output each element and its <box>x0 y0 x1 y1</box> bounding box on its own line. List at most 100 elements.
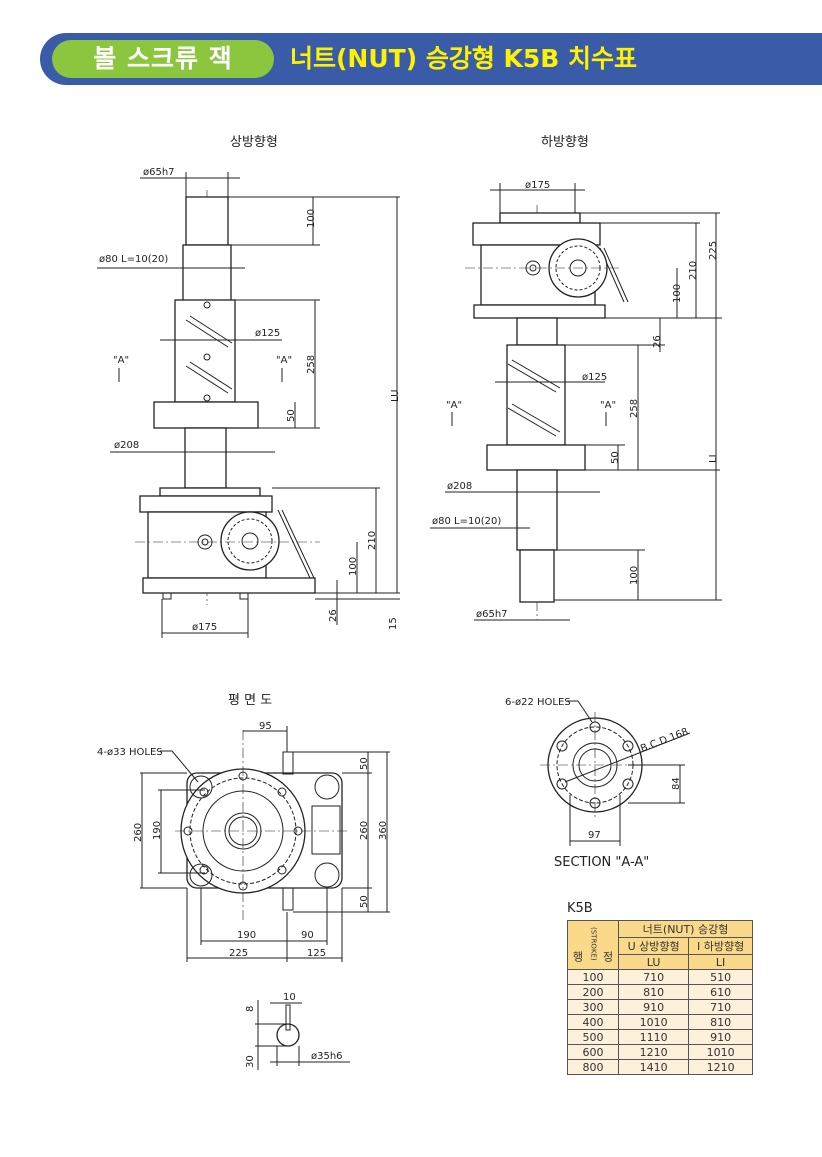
dim-upright-h-top: 100 <box>306 209 317 228</box>
dim-key-width: 10 <box>283 992 296 1003</box>
col-header-lu: LU <box>617 954 690 970</box>
dim-upright-h-shaft: 100 <box>348 557 359 576</box>
label-plan-holes: 4-ø33 HOLES <box>97 747 163 758</box>
table-caption: K5B <box>567 901 593 916</box>
dim-inverted-h-shaft: 100 <box>672 284 683 303</box>
upright-drawing: 상방향형 ø65h7 100 ø80 L <box>97 135 401 638</box>
stroke-label-top: 행 <box>572 950 583 964</box>
cell-li: 710 <box>688 999 753 1015</box>
dim-upright-h-nut: 258 <box>306 355 317 374</box>
dim-upright-d-top: ø65h7 <box>143 167 175 178</box>
dim-key-shaft: ø35h6 <box>311 1051 343 1062</box>
dim-inverted-h-base: 26 <box>652 335 663 348</box>
cell-lu: 1210 <box>617 1044 690 1060</box>
dim-plan-190-left: 190 <box>152 821 163 840</box>
dim-section-bcd: B.C.D 168 <box>639 727 690 755</box>
dim-inverted-h-end: 100 <box>629 566 640 585</box>
dim-inverted-d-flange: ø208 <box>447 481 472 492</box>
dim-inverted-h-total: 225 <box>708 241 719 260</box>
section-title: SECTION "A-A" <box>554 855 649 870</box>
dim-inverted-h-flange: 50 <box>610 451 621 464</box>
dim-upright-h-bottom: 15 <box>388 617 399 630</box>
cell-li: 1010 <box>688 1044 753 1060</box>
view-mark-a-inv-right: "A" <box>600 400 616 411</box>
inverted-drawing: 하방향형 ø175 225 210 100 <box>430 135 722 621</box>
group-header: 너트(NUT) 승강형 <box>618 920 753 938</box>
dim-upright-h-flange: 50 <box>286 409 297 422</box>
cell-lu: 910 <box>617 999 690 1015</box>
cell-stroke: 300 <box>567 999 619 1015</box>
plan-title: 평 면 도 <box>228 693 272 708</box>
dim-plan-50-bottom: 50 <box>359 895 370 908</box>
plan-view: 평 면 도 95 4-ø33 HOLES 50 260 360 50 <box>97 693 390 962</box>
dim-plan-50-top: 50 <box>359 757 370 770</box>
dim-upright-d-flange: ø208 <box>114 440 139 451</box>
view-mark-a-right: "A" <box>276 355 292 366</box>
cell-lu: 810 <box>617 984 690 1000</box>
stroke-label-en: (STROKE) <box>589 926 598 961</box>
dim-plan-95: 95 <box>259 721 272 732</box>
dim-plan-190: 190 <box>237 930 256 941</box>
category-pill: 볼 스크류 잭 <box>52 40 274 78</box>
section-a-a: B.C.D 168 6-ø22 HOLES 84 97 SECTION "A-A… <box>505 697 691 870</box>
dim-plan-225: 225 <box>229 948 248 959</box>
stroke-header: 행 (STROKE) 정 <box>567 920 619 970</box>
dim-upright-h-base: 26 <box>328 609 339 622</box>
label-section-holes: 6-ø22 HOLES <box>505 697 571 708</box>
cell-lu: 1010 <box>617 1014 690 1030</box>
dim-upright-d-rod: ø80 L=10(20) <box>99 254 168 265</box>
dim-plan-360: 360 <box>378 821 389 840</box>
cell-stroke: 500 <box>567 1029 619 1045</box>
cell-lu: 1110 <box>617 1029 690 1045</box>
key-detail: 10 8 30 ø35h6 <box>245 992 350 1070</box>
dim-inverted-h-nut: 258 <box>629 399 640 418</box>
dim-upright-h-box: 210 <box>367 531 378 550</box>
cell-stroke: 200 <box>567 984 619 1000</box>
cell-stroke: 100 <box>567 969 619 985</box>
dim-upright-d-base: ø175 <box>192 622 217 633</box>
dim-upright-d-nut: ø125 <box>255 328 280 339</box>
dim-li: LI <box>708 454 719 463</box>
cell-li: 610 <box>688 984 753 1000</box>
upright-title: 상방향형 <box>230 135 278 150</box>
dim-key-length: 30 <box>245 1055 256 1068</box>
col-header-i: I 하방향형 <box>688 937 753 955</box>
cell-stroke: 600 <box>567 1044 619 1060</box>
dim-section-84: 84 <box>671 777 682 790</box>
dim-inverted-h-box: 210 <box>688 261 699 280</box>
dim-inverted-d-top: ø175 <box>525 180 550 191</box>
dim-plan-90: 90 <box>301 930 314 941</box>
dim-inverted-d-rod: ø80 L=10(20) <box>432 516 501 527</box>
cell-li: 510 <box>688 969 753 985</box>
cell-lu: 1410 <box>617 1059 690 1075</box>
cell-stroke: 400 <box>567 1014 619 1030</box>
stroke-label-bottom: 정 <box>603 950 614 964</box>
dim-inverted-d-end: ø65h7 <box>476 609 508 620</box>
col-header-u: U 상방향형 <box>617 937 690 955</box>
inverted-title: 하방향형 <box>541 135 589 150</box>
dim-plan-125: 125 <box>307 948 326 959</box>
view-mark-a-inv-left: "A" <box>446 400 462 411</box>
dim-section-97: 97 <box>588 830 601 841</box>
cell-li: 810 <box>688 1014 753 1030</box>
cell-li: 1210 <box>688 1059 753 1075</box>
cell-lu: 710 <box>617 969 690 985</box>
page-title: 너트(NUT) 승강형 K5B 치수표 <box>290 44 638 73</box>
cell-li: 910 <box>688 1029 753 1045</box>
dim-plan-260-right: 260 <box>359 821 370 840</box>
cell-stroke: 800 <box>567 1059 619 1075</box>
dim-inverted-d-nut: ø125 <box>582 372 607 383</box>
dim-lu: LU <box>390 390 401 402</box>
dim-plan-260-left: 260 <box>133 823 144 842</box>
col-header-li: LI <box>688 954 753 970</box>
